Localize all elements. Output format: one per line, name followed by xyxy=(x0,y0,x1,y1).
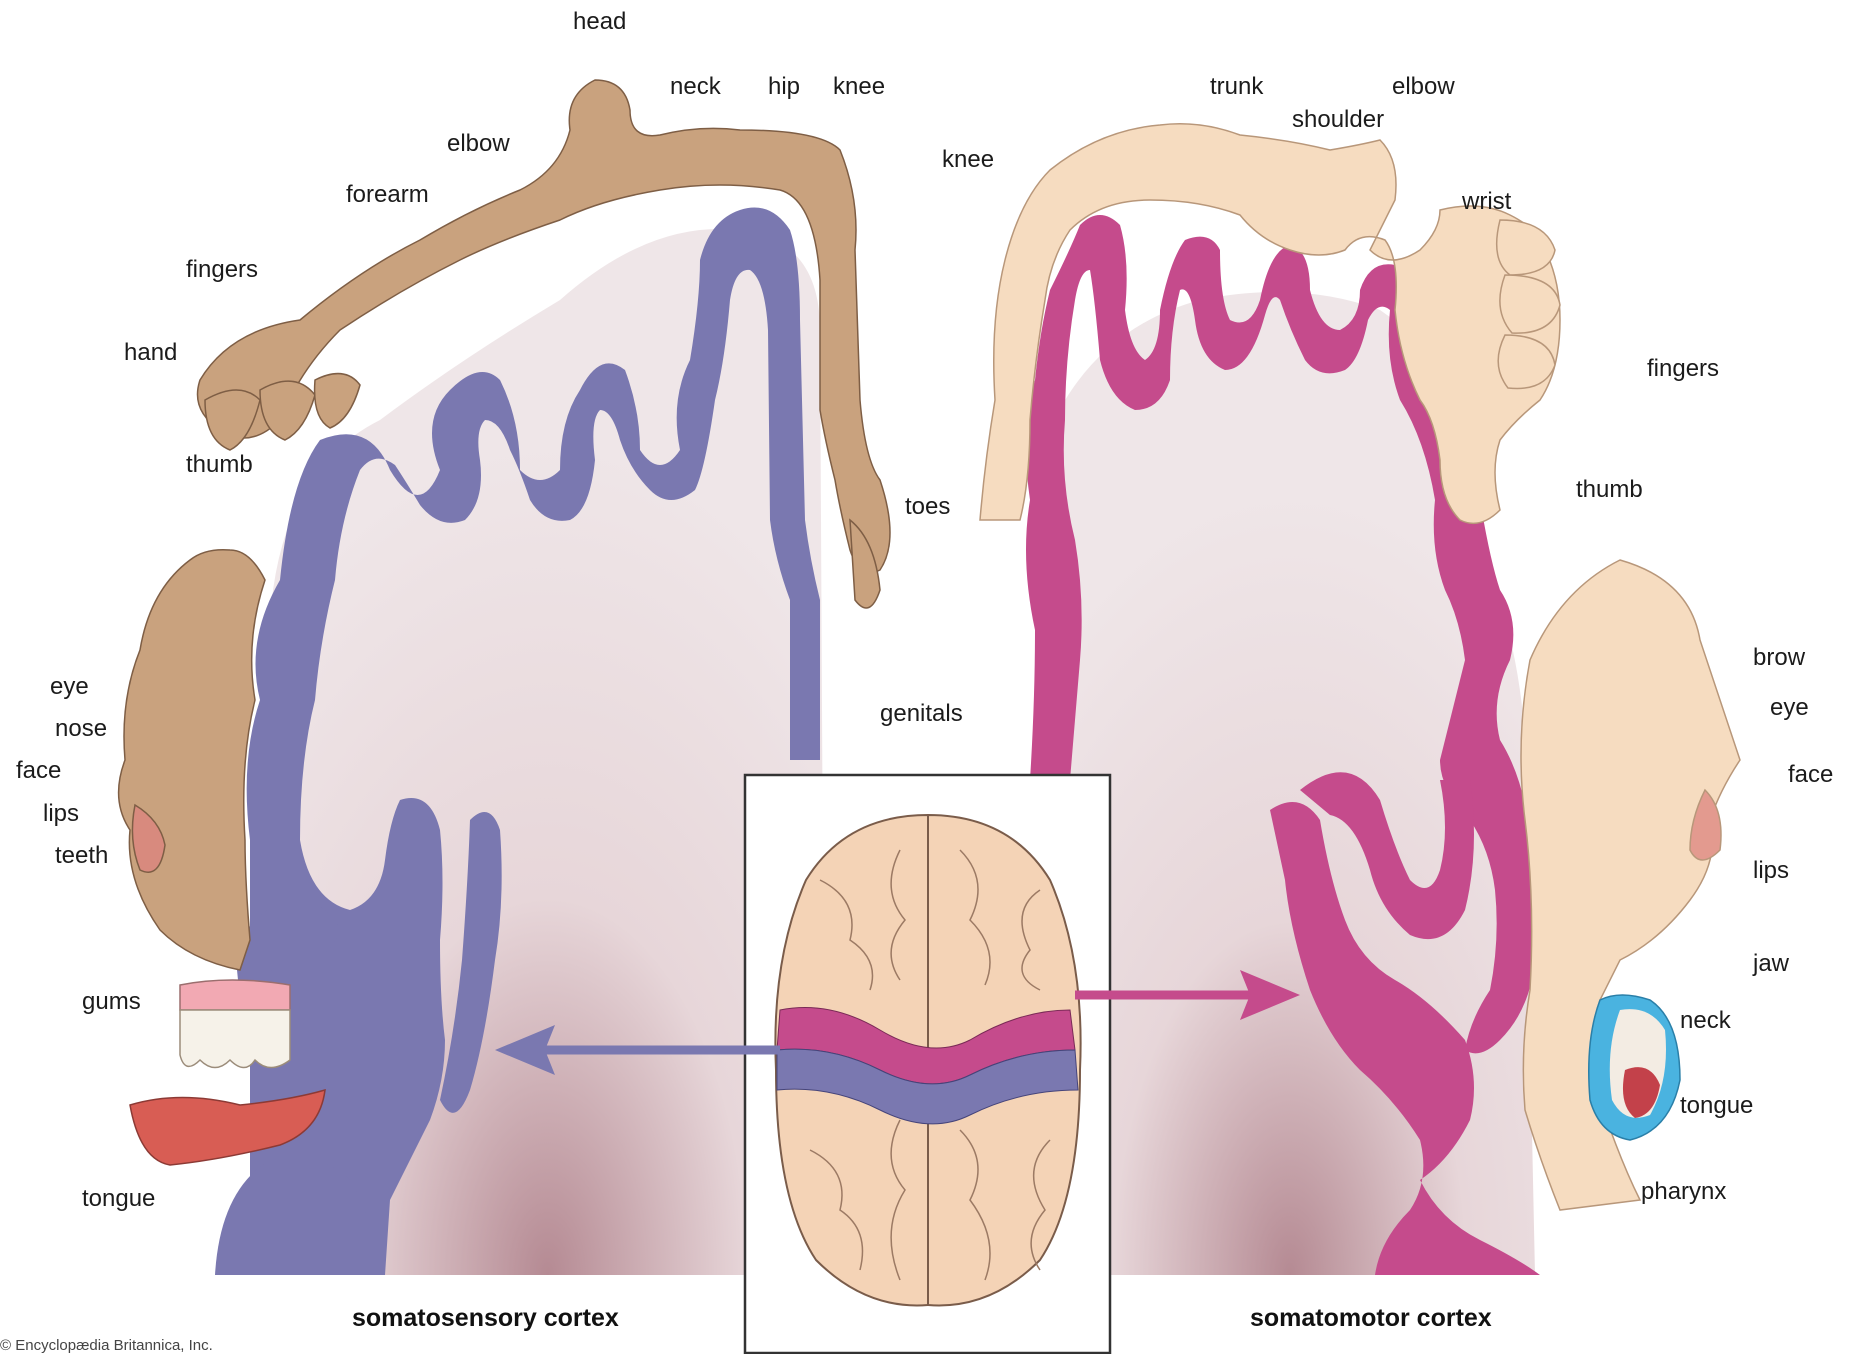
label-jaw: jaw xyxy=(1753,952,1789,976)
motor-pharynx xyxy=(1589,995,1680,1140)
label-eye: eye xyxy=(50,675,89,699)
label-neck-motor: neck xyxy=(1680,1009,1731,1033)
label-tongue: tongue xyxy=(82,1187,155,1211)
caption-somatomotor: somatomotor cortex xyxy=(1250,1306,1492,1331)
label-thumb: thumb xyxy=(186,453,253,477)
copyright-credit: © Encyclopædia Britannica, Inc. xyxy=(0,1338,213,1353)
label-gums: gums xyxy=(82,990,141,1014)
label-teeth: teeth xyxy=(55,844,108,868)
label-face-motor: face xyxy=(1788,763,1833,787)
caption-somatosensory: somatosensory cortex xyxy=(352,1306,619,1331)
label-knee-motor: knee xyxy=(942,148,994,172)
label-fingers-motor: fingers xyxy=(1647,357,1719,381)
label-brow: brow xyxy=(1753,646,1805,670)
label-face: face xyxy=(16,759,61,783)
label-tongue-motor: tongue xyxy=(1680,1094,1753,1118)
label-pharynx: pharynx xyxy=(1641,1180,1726,1204)
label-shoulder: shoulder xyxy=(1292,108,1384,132)
sensory-teeth xyxy=(180,980,290,1068)
label-elbow: elbow xyxy=(447,132,510,156)
label-lips: lips xyxy=(43,802,79,826)
label-lips-motor: lips xyxy=(1753,859,1789,883)
label-forearm: forearm xyxy=(346,183,429,207)
label-toes: toes xyxy=(905,495,950,519)
label-neck: neck xyxy=(670,75,721,99)
label-knee: knee xyxy=(833,75,885,99)
label-head: head xyxy=(573,10,626,34)
label-thumb-motor: thumb xyxy=(1576,478,1643,502)
label-eye-motor: eye xyxy=(1770,696,1809,720)
label-hip: hip xyxy=(768,75,800,99)
label-hand: hand xyxy=(124,341,177,365)
brain-top-view xyxy=(775,815,1080,1305)
label-nose: nose xyxy=(55,717,107,741)
label-trunk: trunk xyxy=(1210,75,1263,99)
label-elbow-motor: elbow xyxy=(1392,75,1455,99)
label-wrist: wrist xyxy=(1462,190,1511,214)
label-fingers: fingers xyxy=(186,258,258,282)
label-genitals: genitals xyxy=(880,702,963,726)
